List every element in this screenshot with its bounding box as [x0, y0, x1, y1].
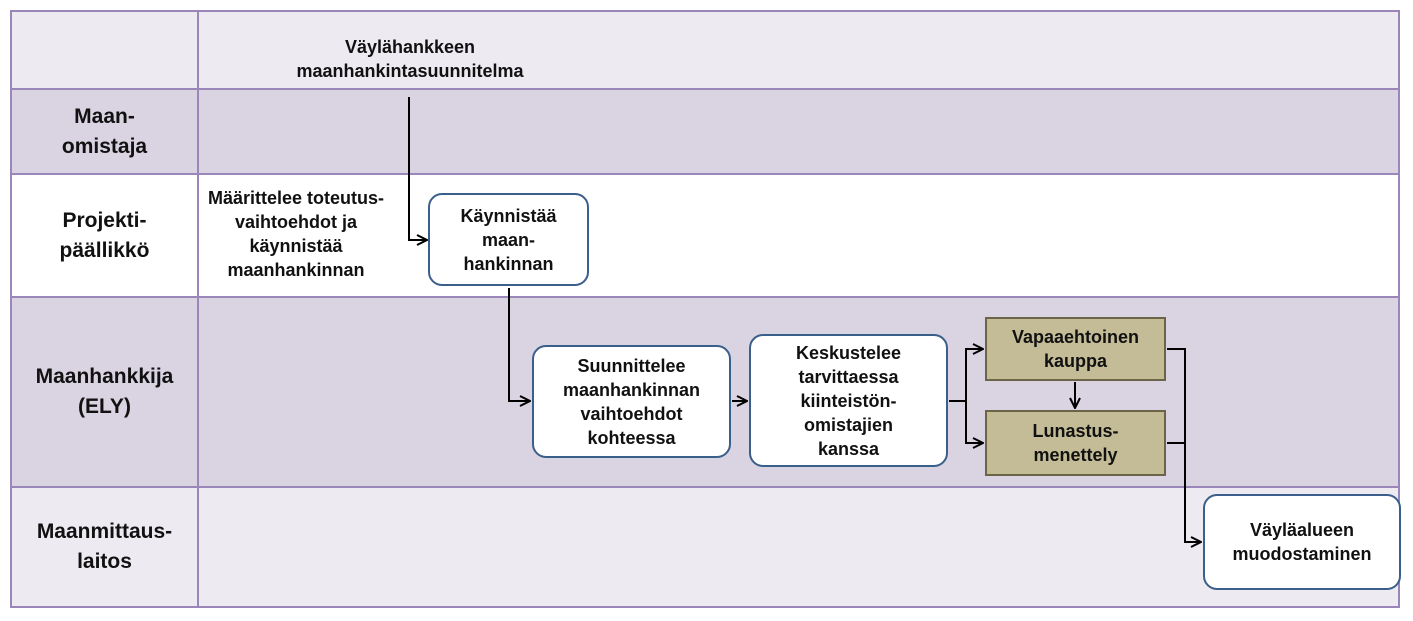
arrow-to-vaylaalue	[1167, 442, 1201, 542]
swimlane-diagram: Maan- omistaja Projekti- päällikkö Maanh…	[10, 10, 1400, 608]
lane-label-maanmittauslaitos: Maanmittaus- laitos	[12, 488, 199, 606]
lane-projektipaallikko: Projekti- päällikkö	[12, 175, 1398, 298]
box-suunnittelee: Suunnittelee maanhankinnan vaihtoehdot k…	[532, 345, 731, 458]
arrow-to-suunnittelee	[508, 288, 530, 401]
note-maarittelee: Määrittelee toteutus- vaihtoehdot ja käy…	[207, 188, 385, 280]
lane-label-maanomistaja: Maan- omistaja	[12, 90, 199, 173]
arrow-to-vapaaehtoinen	[965, 349, 983, 401]
box-vapaaehtoinen-kauppa: Vapaaehtoinen kauppa	[985, 317, 1166, 381]
lane-maanmittauslaitos: Maanmittaus- laitos	[12, 488, 1398, 606]
lane-label-header	[12, 12, 199, 88]
lane-maanomistaja: Maan- omistaja	[12, 90, 1398, 175]
line-from-vapaaehtoinen	[1167, 348, 1186, 443]
lane-label-projektipaallikko: Projekti- päällikkö	[12, 175, 199, 296]
box-kaynnistaa-maanhankinnan: Käynnistää maan- hankinnan	[428, 193, 589, 286]
lane-header	[12, 12, 1398, 90]
arrow-to-lunastus	[965, 401, 983, 443]
arrow-to-kaynnistaa	[408, 97, 427, 240]
box-keskustelee: Keskustelee tarvittaessa kiinteistön- om…	[749, 334, 948, 467]
lane-label-maanhankkija: Maanhankkija (ELY)	[12, 298, 199, 486]
box-vaylaalueen-muodostaminen: Väyläalueen muodostaminen	[1203, 494, 1401, 590]
box-lunastusmenettely: Lunastus- menettely	[985, 410, 1166, 476]
note-maanhankintasuunnitelma: Väylähankkeen maanhankintasuunnitelma	[296, 37, 524, 81]
